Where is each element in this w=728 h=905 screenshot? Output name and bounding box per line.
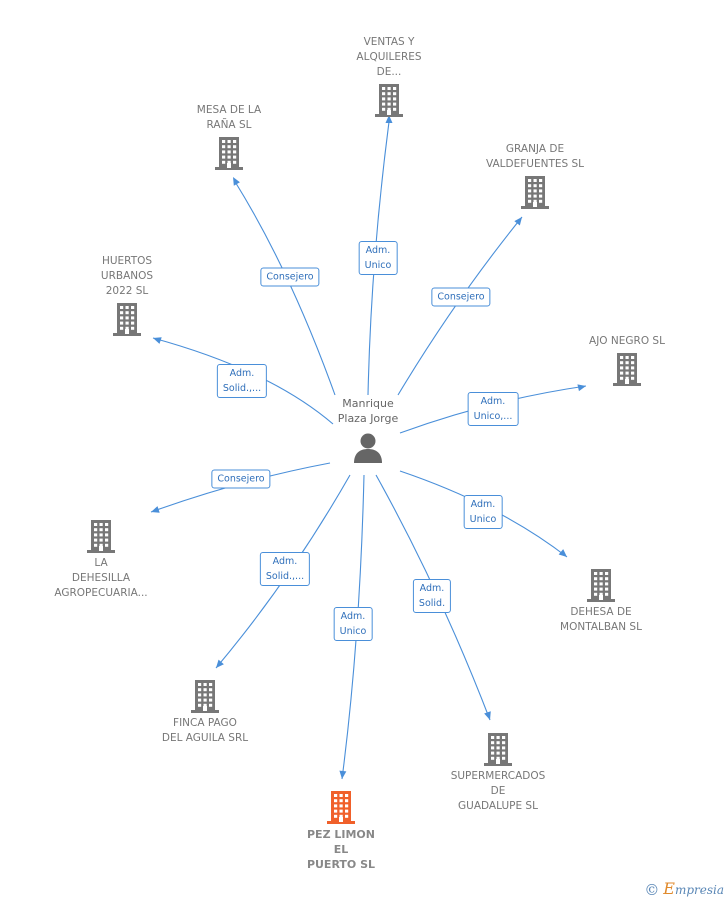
company-name-supermercados: SUPERMERCADOS DE GUADALUPE SL (450, 770, 546, 812)
company-name-huertos: HUERTOS URBANOS 2022 SL (100, 255, 154, 297)
company-name-pezlimon: PEZ LIMON EL PUERTO SL (306, 828, 376, 871)
center-person-name: Manrique Plaza Jorge (337, 397, 399, 425)
company-node-finca[interactable]: FINCA PAGO DEL AGUILA SRL (135, 676, 275, 746)
building-icon (159, 136, 299, 170)
arrowhead-ventas (385, 115, 393, 123)
role-label-ajo[interactable]: Adm. Unico,... (467, 392, 519, 426)
building-icon (57, 302, 197, 336)
role-label-finca[interactable]: Adm. Solid.,... (259, 552, 311, 586)
company-node-mesa[interactable]: MESA DE LA RAÑA SL (159, 103, 299, 173)
arrowhead-huertos (153, 337, 162, 344)
brand-initial: E (663, 879, 675, 898)
person-icon (354, 433, 382, 463)
copyright-symbol: © (644, 881, 660, 899)
company-node-granja[interactable]: GRANJA DE VALDEFUENTES SL (465, 142, 605, 212)
building-icon (465, 175, 605, 209)
role-label-montalban[interactable]: Adm. Unico (463, 495, 503, 529)
building-icon (557, 352, 697, 386)
arrowhead-dehesilla (151, 506, 160, 513)
company-node-ajo[interactable]: AJO NEGRO SL (557, 334, 697, 389)
company-node-huertos[interactable]: HUERTOS URBANOS 2022 SL (57, 254, 197, 339)
company-node-dehesilla[interactable]: LA DEHESILLA AGROPECUARIA... (31, 516, 171, 601)
building-icon (135, 679, 275, 713)
footer-brand: © Empresia (644, 879, 724, 899)
company-name-finca: FINCA PAGO DEL AGUILA SRL (161, 717, 249, 744)
role-label-granja[interactable]: Consejero (431, 287, 491, 307)
role-label-ventas[interactable]: Adm. Unico (358, 241, 398, 275)
role-label-huertos[interactable]: Adm. Solid.,... (216, 364, 268, 398)
arrowhead-pezlimon (339, 770, 347, 779)
company-node-pezlimon[interactable]: PEZ LIMON EL PUERTO SL (271, 787, 411, 872)
company-name-mesa: MESA DE LA RAÑA SL (196, 104, 262, 131)
building-icon (319, 83, 459, 117)
company-node-supermercados[interactable]: SUPERMERCADOS DE GUADALUPE SL (428, 729, 568, 814)
company-name-ventas: VENTAS Y ALQUILERES DE... (356, 36, 422, 78)
company-name-montalban: DEHESA DE MONTALBAN SL (560, 606, 642, 633)
building-icon (31, 519, 171, 553)
building-icon (531, 568, 671, 602)
building-icon-highlighted (271, 790, 411, 824)
arrowhead-ajo (577, 384, 586, 392)
company-name-granja: GRANJA DE VALDEFUENTES SL (485, 143, 585, 170)
role-label-dehesilla[interactable]: Consejero (211, 469, 271, 489)
role-label-supermercados[interactable]: Adm. Solid. (412, 579, 452, 613)
arrowhead-montalban (558, 549, 567, 557)
arrowhead-supermercados (484, 711, 491, 720)
arrowhead-mesa (233, 177, 240, 186)
company-node-montalban[interactable]: DEHESA DE MONTALBAN SL (531, 565, 671, 635)
role-label-pezlimon[interactable]: Adm. Unico (333, 607, 373, 641)
role-label-mesa[interactable]: Consejero (260, 267, 320, 287)
company-name-ajo: AJO NEGRO SL (589, 335, 665, 347)
center-person-node[interactable]: Manrique Plaza Jorge (298, 396, 438, 464)
brand-name: mpresia (674, 883, 724, 897)
company-name-dehesilla: LA DEHESILLA AGROPECUARIA... (54, 557, 148, 599)
arrowhead-finca (216, 659, 224, 668)
edge-mesa (233, 179, 336, 396)
building-icon (428, 732, 568, 766)
arrowhead-granja (514, 217, 522, 226)
company-node-ventas[interactable]: VENTAS Y ALQUILERES DE... (319, 35, 459, 120)
